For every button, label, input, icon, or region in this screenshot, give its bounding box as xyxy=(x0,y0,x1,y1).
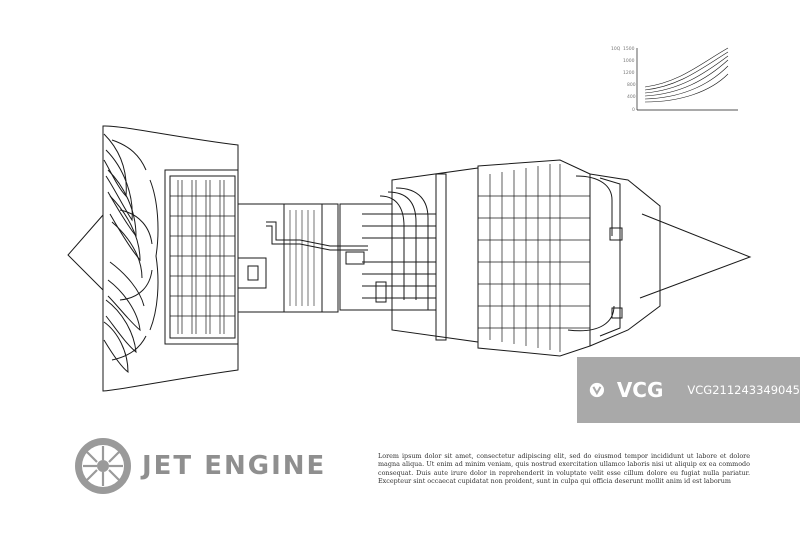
mini-chart-tick: 1500 xyxy=(623,46,635,52)
mini-chart-tick: 1200 xyxy=(623,70,635,76)
exhaust-nozzle xyxy=(589,173,661,347)
accessory-gearbox xyxy=(283,203,323,313)
mini-chart-top-label: 10Q xyxy=(611,46,621,52)
mini-chart-tick: 0 xyxy=(632,107,635,113)
mini-chart xyxy=(636,47,738,111)
mini-chart-tick: 800 xyxy=(627,82,636,88)
page-title: JET ENGINE xyxy=(142,451,327,481)
fan-casing xyxy=(102,125,239,392)
description-text: Lorem ipsum dolor sit amet, consectetur … xyxy=(378,452,750,486)
mini-chart-tick: 1000 xyxy=(623,58,635,64)
nose-cone xyxy=(67,214,104,291)
exhaust-cone xyxy=(639,213,752,299)
watermark-banner: VCG VCG211243349045 xyxy=(577,357,800,423)
combustor-casing xyxy=(339,203,393,311)
watermark-id: VCG211243349045 xyxy=(687,383,800,397)
turbine-section xyxy=(477,159,591,357)
turbofan-fan-icon xyxy=(75,438,131,494)
vcg-logo-icon xyxy=(589,382,605,398)
mini-chart-tick: 400 xyxy=(627,94,636,100)
watermark-brand: VCG xyxy=(616,378,664,402)
fuel-pipes xyxy=(362,173,447,341)
fan-blades xyxy=(103,133,159,374)
turbine-casing xyxy=(391,167,479,343)
